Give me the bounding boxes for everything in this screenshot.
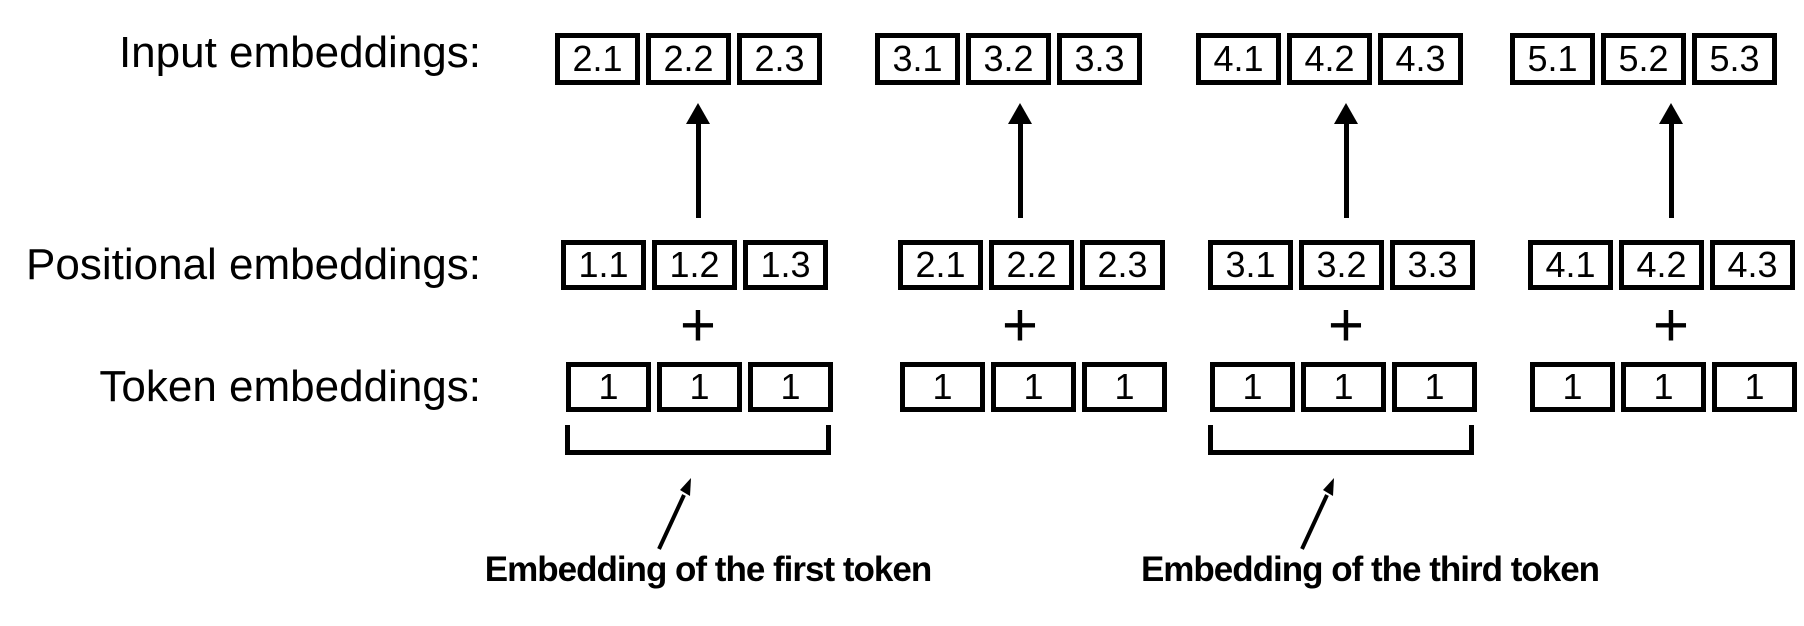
embedding-cell: 1.3: [743, 240, 828, 290]
positional-embeddings-vector-3: 3.1 3.2 3.3: [1208, 240, 1475, 290]
positional-embeddings-vector-4: 4.1 4.2 4.3: [1528, 240, 1795, 290]
plus-icon: +: [1001, 291, 1039, 360]
embedding-cell: 2.2: [989, 240, 1074, 290]
group-bracket: [565, 425, 831, 455]
embedding-cell: 1: [1530, 362, 1615, 412]
input-embeddings-vector-2: 3.1 3.2 3.3: [875, 33, 1142, 85]
embedding-cell: 1: [566, 362, 651, 412]
embedding-cell: 2.1: [898, 240, 983, 290]
embedding-cell: 3.3: [1057, 33, 1142, 85]
plus-icon: +: [679, 291, 717, 360]
input-embeddings-vector-4: 5.1 5.2 5.3: [1510, 33, 1777, 85]
embedding-cell: 3.2: [966, 33, 1051, 85]
up-arrow-icon: [1008, 103, 1032, 218]
embedding-cell: 1: [1301, 362, 1386, 412]
embedding-cell: 2.2: [646, 33, 731, 85]
embedding-cell: 1: [1082, 362, 1167, 412]
positional-embeddings-vector-2: 2.1 2.2 2.3: [898, 240, 1165, 290]
embedding-cell: 4.1: [1528, 240, 1613, 290]
embedding-cell: 2.3: [737, 33, 822, 85]
embedding-cell: 4.3: [1710, 240, 1795, 290]
input-embeddings-label: Input embeddings:: [118, 28, 481, 77]
embedding-cell: 3.3: [1390, 240, 1475, 290]
annotation-arrow-icon: [657, 478, 691, 550]
positional-embeddings-label: Positional embeddings:: [26, 240, 481, 289]
embedding-cell: 3.1: [875, 33, 960, 85]
positional-embeddings-vector-1: 1.1 1.2 1.3: [561, 240, 828, 290]
token-embeddings-label: Token embeddings:: [99, 362, 481, 411]
embedding-cell: 1: [991, 362, 1076, 412]
annotation-arrow-icon: [1300, 478, 1334, 550]
embedding-cell: 1: [1712, 362, 1797, 412]
embedding-cell: 1: [1392, 362, 1477, 412]
embedding-cell: 3.1: [1208, 240, 1293, 290]
embedding-cell: 1.2: [652, 240, 737, 290]
token-embeddings-vector-4: 1 1 1: [1530, 362, 1797, 412]
annotation-first-token: Embedding of the first token: [484, 550, 932, 589]
embedding-cell: 5.2: [1601, 33, 1686, 85]
up-arrow-icon: [1334, 103, 1358, 218]
embedding-cell: 1: [1210, 362, 1295, 412]
token-embeddings-vector-1: 1 1 1: [566, 362, 833, 412]
embedding-cell: 1: [900, 362, 985, 412]
embedding-cell: 1: [748, 362, 833, 412]
token-embeddings-vector-3: 1 1 1: [1210, 362, 1477, 412]
up-arrow-icon: [1659, 103, 1683, 218]
embedding-cell: 3.2: [1299, 240, 1384, 290]
plus-icon: +: [1327, 291, 1365, 360]
plus-icon: +: [1652, 291, 1690, 360]
embedding-cell: 4.3: [1378, 33, 1463, 85]
annotation-third-token: Embedding of the third token: [1140, 550, 1600, 589]
input-embeddings-vector-3: 4.1 4.2 4.3: [1196, 33, 1463, 85]
embedding-cell: 4.2: [1287, 33, 1372, 85]
embedding-cell: 5.1: [1510, 33, 1595, 85]
token-embeddings-vector-2: 1 1 1: [900, 362, 1167, 412]
embedding-cell: 1.1: [561, 240, 646, 290]
embedding-cell: 1: [1621, 362, 1706, 412]
embedding-cell: 2.3: [1080, 240, 1165, 290]
embedding-cell: 1: [657, 362, 742, 412]
embedding-cell: 5.3: [1692, 33, 1777, 85]
embedding-cell: 4.2: [1619, 240, 1704, 290]
embedding-cell: 2.1: [555, 33, 640, 85]
embedding-cell: 4.1: [1196, 33, 1281, 85]
input-embeddings-vector-1: 2.1 2.2 2.3: [555, 33, 822, 85]
group-bracket: [1208, 425, 1474, 455]
up-arrow-icon: [686, 103, 710, 218]
